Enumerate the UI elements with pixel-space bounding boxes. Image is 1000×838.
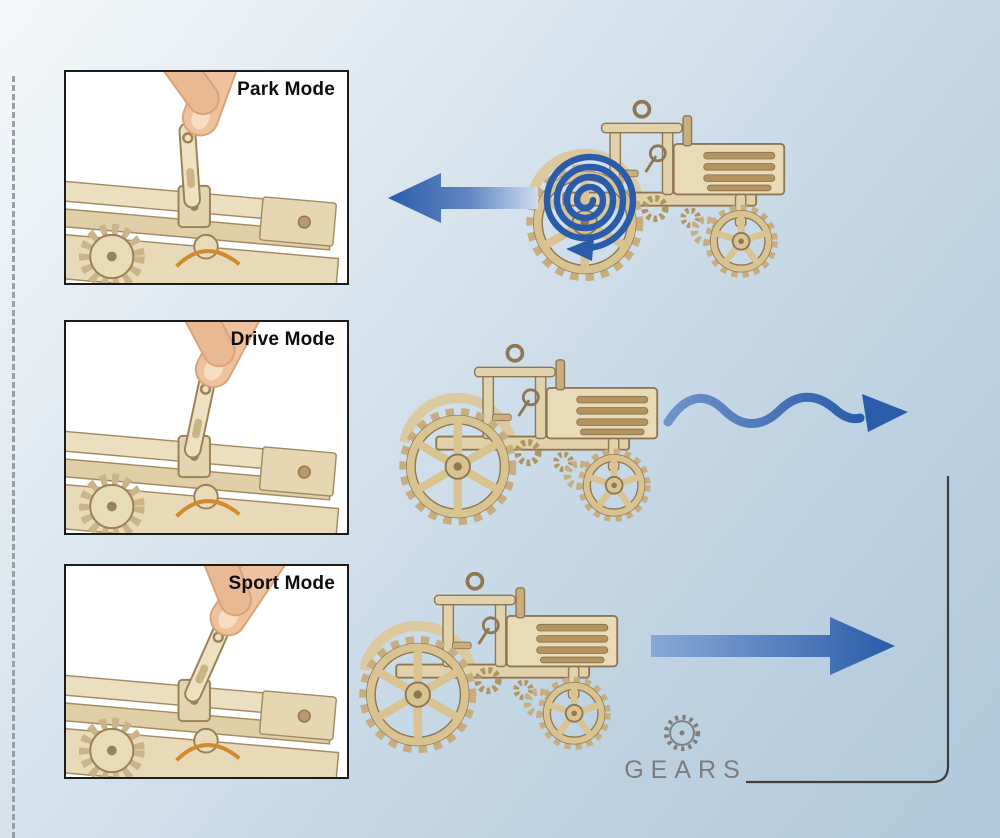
dashed-border-line [12, 76, 15, 838]
park-mode-panel: Park Mode [64, 70, 349, 285]
sport-mode-photo [66, 566, 347, 777]
park-left-arrow-icon [388, 173, 538, 223]
wooden-mechanism-illustration [66, 178, 343, 283]
drive-mode-photo [66, 322, 347, 533]
drive-mode-panel: Drive Mode [64, 320, 349, 535]
tractor-illustration-drive [378, 328, 678, 534]
spiral-icon [543, 153, 637, 261]
park-mode-photo [66, 72, 347, 283]
sport-mode-label: Sport Mode [228, 573, 335, 594]
brand-logo: GEARS [616, 712, 748, 785]
connector-line [746, 476, 950, 784]
drive-wavy-arrow-icon [663, 392, 908, 432]
gear-icon [663, 714, 701, 752]
sport-mode-panel: Sport Mode [64, 564, 349, 779]
brand-name: GEARS [624, 756, 747, 784]
tractor-illustration-sport [338, 556, 638, 762]
sport-straight-arrow-icon [651, 617, 895, 675]
drive-mode-label: Drive Mode [230, 329, 335, 350]
wooden-mechanism-illustration [66, 428, 343, 533]
park-mode-label: Park Mode [237, 79, 335, 100]
